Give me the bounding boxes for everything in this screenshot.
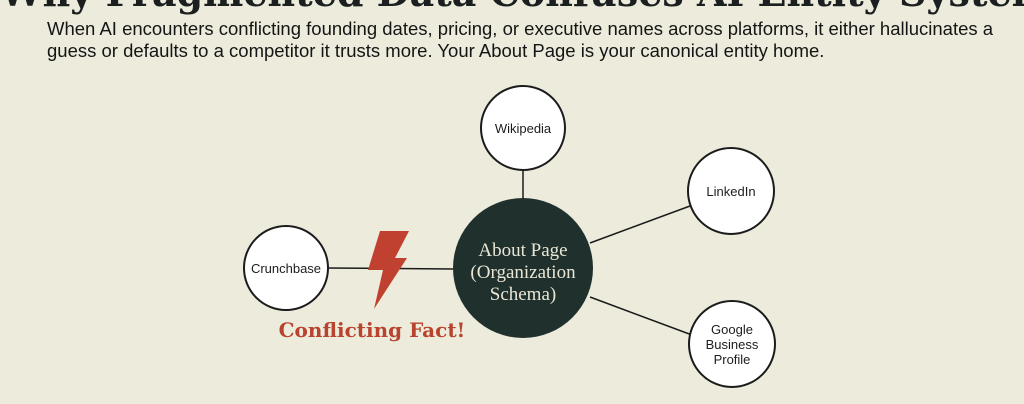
hub-about-page: About Page (Organization Schema) xyxy=(453,198,593,338)
node-google-business-profile: Google Business Profile xyxy=(688,300,776,388)
node-google-label-line1: Google xyxy=(711,322,753,337)
connector-linkedin xyxy=(589,205,691,244)
node-linkedin: LinkedIn xyxy=(687,147,775,235)
conflict-label: Conflicting Fact! xyxy=(279,318,466,342)
node-google-label-line3: Profile xyxy=(714,352,751,367)
hub-label-line1: About Page xyxy=(478,240,567,261)
node-wikipedia-label: Wikipedia xyxy=(495,121,552,136)
node-crunchbase-label: Crunchbase xyxy=(251,261,321,276)
node-crunchbase: Crunchbase xyxy=(243,225,329,311)
node-linkedin-label: LinkedIn xyxy=(706,184,755,199)
lightning-bolt-icon xyxy=(368,231,409,309)
connector-google-business-profile xyxy=(589,296,693,336)
node-google-label-line2: Business xyxy=(706,337,759,352)
hub-label-line3: Schema) xyxy=(490,284,556,305)
intro-paragraph: When AI encounters conflicting founding … xyxy=(47,18,994,61)
hub-label-line2: (Organization xyxy=(470,262,576,283)
page-title: Why Fragmented Data Confuses AI Entity S… xyxy=(0,0,1024,12)
node-wikipedia: Wikipedia xyxy=(480,85,566,171)
